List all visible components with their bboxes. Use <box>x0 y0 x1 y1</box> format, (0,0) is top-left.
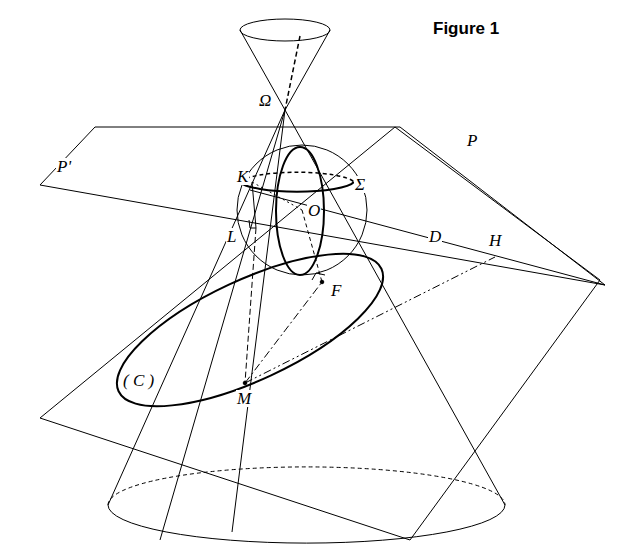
radius-ok <box>252 182 302 210</box>
upper-cone-rim <box>240 19 330 41</box>
point-label: F <box>330 282 342 299</box>
plane-p-prime <box>40 127 605 285</box>
radius-of <box>302 210 322 282</box>
dandelin-sphere <box>237 145 367 275</box>
point-label: D <box>428 228 442 245</box>
point-label: K <box>236 168 249 185</box>
point-f <box>320 280 324 284</box>
point-label: ( C ) <box>122 372 155 389</box>
segment-kl <box>252 182 256 228</box>
point-label: M <box>236 390 252 407</box>
segment-lm <box>245 228 256 383</box>
point-label: H <box>488 232 502 249</box>
contact-circle-hidden <box>240 172 354 182</box>
cone-base <box>108 505 505 543</box>
point-label: P' <box>56 158 72 175</box>
point-m <box>243 381 247 385</box>
right-angle-mark <box>249 220 256 228</box>
segment-mh <box>245 257 495 383</box>
point-label: O <box>307 202 321 219</box>
right-angle-mark <box>312 273 325 280</box>
directrix-line <box>250 190 605 285</box>
plane-p <box>40 127 600 540</box>
cone-generator <box>285 30 330 110</box>
cone-axis <box>285 36 300 110</box>
point-label: Σ <box>354 176 366 193</box>
cone-base-hidden <box>108 467 505 505</box>
cone-generator <box>108 110 285 505</box>
cone-generator <box>240 30 285 110</box>
conic-c <box>97 223 402 436</box>
point-label: L <box>226 228 237 245</box>
segment-mf <box>245 282 322 383</box>
point-label: Ω <box>258 92 272 109</box>
point-label: P <box>466 132 478 149</box>
contact-circle <box>240 182 354 192</box>
figure-title: Figure 1 <box>432 20 500 37</box>
